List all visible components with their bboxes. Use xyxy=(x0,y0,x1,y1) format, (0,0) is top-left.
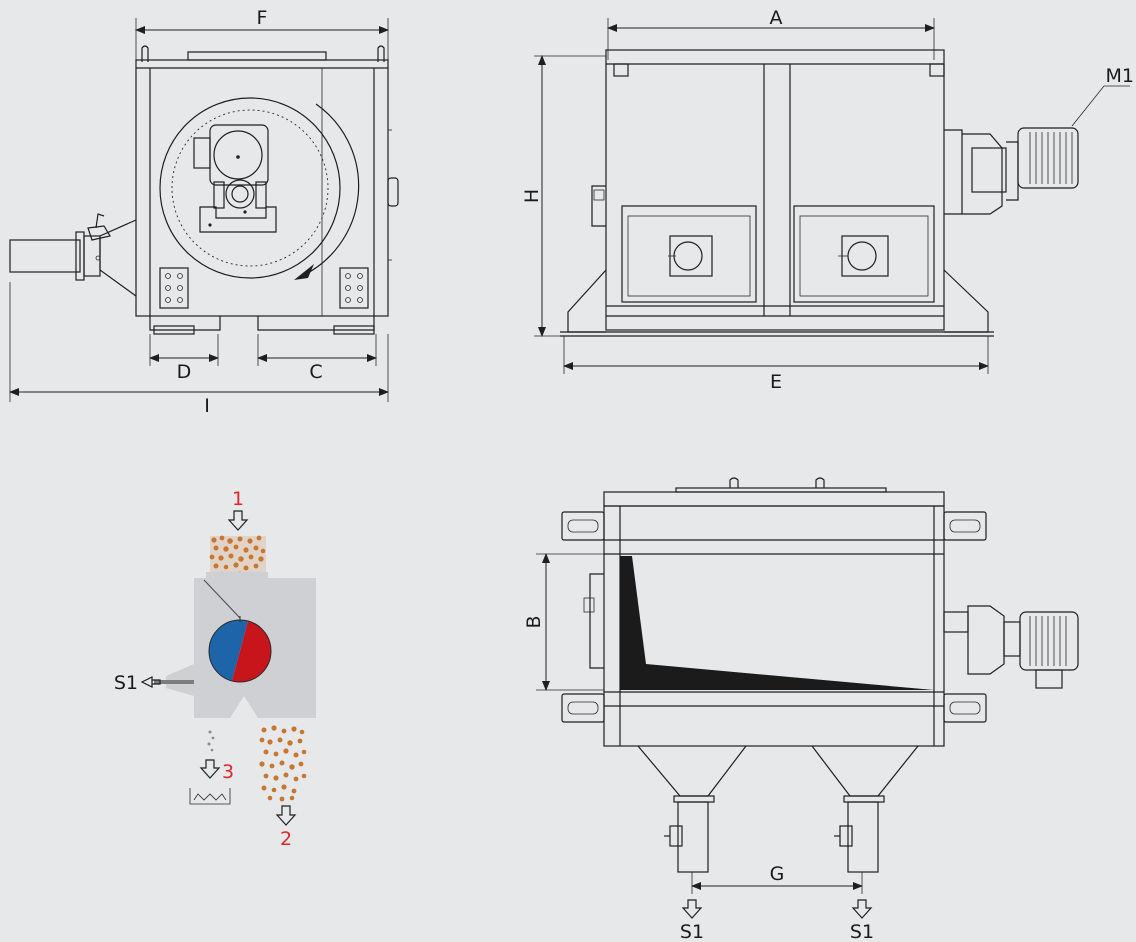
drive-motor xyxy=(1017,127,1079,189)
outlet-label-bottom-left: S1 xyxy=(680,921,704,942)
hopper-right xyxy=(811,745,919,797)
side-view: A H xyxy=(521,7,1134,393)
inlet-arrow-icon xyxy=(227,510,249,531)
bolt-plate-right xyxy=(339,267,369,309)
dimension-label-h: H xyxy=(521,189,543,203)
side-body xyxy=(605,49,945,331)
operating-principle-schematic: 1 S1 xyxy=(114,488,316,850)
dimension-label-a: A xyxy=(770,7,783,29)
flow-number-rejects: 3 xyxy=(222,761,234,783)
outlet-arrow-right-icon xyxy=(851,899,873,919)
front-view: F xyxy=(9,7,399,417)
dimension-label-c: C xyxy=(309,361,322,383)
inspection-window-right xyxy=(793,205,935,303)
dimension-label-b: B xyxy=(523,615,545,628)
flow-number-inlet: 1 xyxy=(232,488,244,510)
hopper-left xyxy=(637,745,747,797)
inspection-window-left xyxy=(621,205,757,303)
outlet-label-bottom-right: S1 xyxy=(850,921,874,942)
top-view: B G S1 S1 xyxy=(523,477,1079,942)
dimension-label-d: D xyxy=(177,361,192,383)
outlet-arrow-left-icon xyxy=(681,899,703,919)
rotor-drum xyxy=(208,616,272,683)
dimension-label-g: G xyxy=(770,863,785,885)
reject-arrow-icon xyxy=(199,759,221,779)
motor-label-m1: M1 xyxy=(1106,65,1134,87)
side-outlet-pipe xyxy=(9,239,81,273)
dimension-label-f: F xyxy=(257,7,268,29)
rotation-arrow xyxy=(301,103,360,277)
drive-motor-top xyxy=(1019,611,1079,671)
product-arrow-icon xyxy=(275,805,297,826)
inlet-granules xyxy=(209,535,266,578)
reject-particles xyxy=(207,730,215,752)
rotor-housing-circle xyxy=(159,97,341,279)
dimension-label-i: I xyxy=(204,395,210,417)
top-body xyxy=(603,505,945,747)
product-granules xyxy=(259,725,307,802)
side-outlet-arrow-icon xyxy=(140,676,161,688)
bolt-plate-left xyxy=(159,267,189,309)
reject-container xyxy=(189,788,231,805)
outlet-label-side: S1 xyxy=(114,672,138,694)
flow-number-product: 2 xyxy=(280,828,292,850)
separation-wedge xyxy=(620,556,934,690)
dimension-label-e: E xyxy=(770,371,782,393)
